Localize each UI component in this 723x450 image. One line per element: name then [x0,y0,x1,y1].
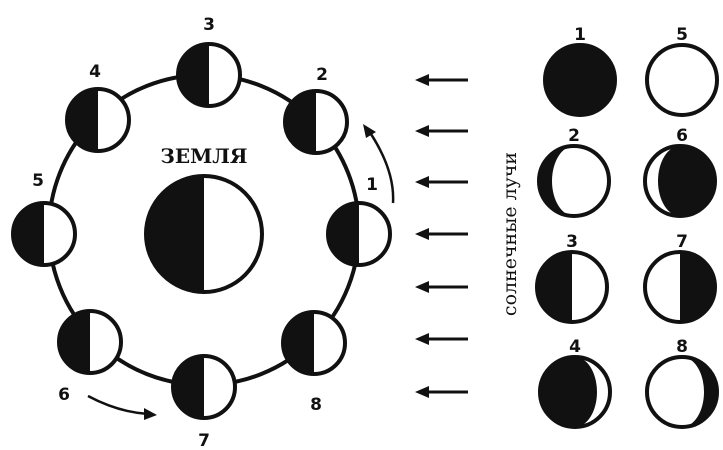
orbit-moon-5 [13,203,75,265]
orbit-moon-2 [285,91,347,153]
phase-1-new-moon [545,45,615,115]
phase-3-first-quarter [537,252,607,322]
orbit-label-2: 2 [316,65,328,85]
orbit-moon-7 [173,356,235,418]
phase-7-last-quarter [645,252,715,322]
orbit-label-5: 5 [32,171,44,191]
orbit-label-7: 7 [198,431,210,450]
phase-4-waxing-gibbous [540,357,610,427]
orbit-moon-8 [283,312,345,374]
phase-8-waning-crescent [647,357,717,427]
sun-rays [415,74,468,398]
sun-ray [415,281,468,293]
sun-ray [415,176,468,188]
sun-ray [415,125,468,137]
phase-5-full-moon [647,45,717,115]
orbit-moon-4 [67,89,129,151]
orbit-label-6: 6 [58,385,70,405]
orbit-label-4: 4 [89,62,101,82]
sun-ray [415,386,468,398]
orbit-label-3: 3 [203,15,215,35]
phase-6-waning-gibbous [645,146,715,216]
phase-label-3: 3 [566,232,578,252]
phase-2-waxing-crescent [539,146,609,216]
earth [146,176,262,292]
phase-label-7: 7 [676,232,688,252]
sun-ray [415,228,468,240]
phase-label-8: 8 [676,337,688,357]
phase-label-1: 1 [574,25,586,45]
phase-label-6: 6 [676,126,688,146]
orbit-moon-6 [59,311,121,373]
phase-label-2: 2 [568,126,580,146]
orbit-label-1: 1 [366,175,378,195]
orbit-label-8: 8 [310,395,322,415]
phase-label-4: 4 [569,337,581,357]
sun-ray [415,74,468,86]
orbit-moon-3 [178,44,240,106]
orbit-direction-arrow-bottom [88,396,157,420]
orbit-moon-1 [328,203,390,265]
earth-label: ЗЕМЛЯ [160,144,247,168]
sun-ray [415,333,468,345]
phase-label-5: 5 [676,25,688,45]
sun-rays-label: солнечные лучи [499,152,521,316]
